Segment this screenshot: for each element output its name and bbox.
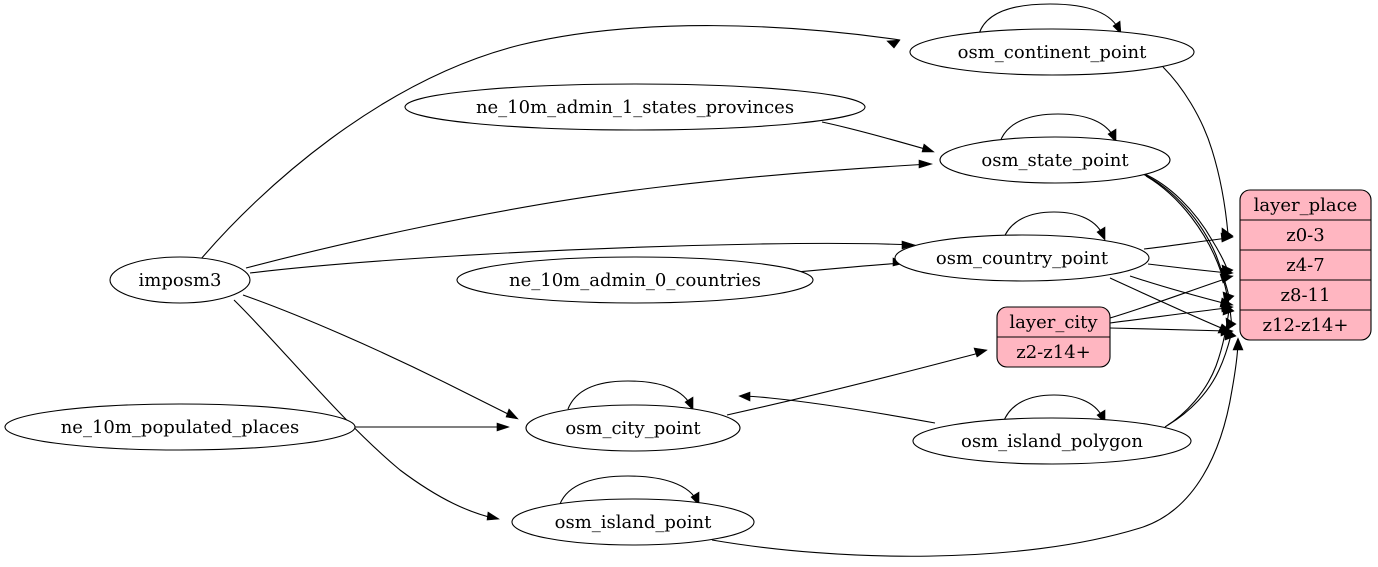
edge-layer_city-to-layer_place_z4_7: [1109, 273, 1234, 319]
edge-osm_state_point-to-layer_place_z4_7: [1139, 171, 1234, 278]
edge-imposm3-to-osm_city_point: [242, 294, 519, 420]
record-row-layer_place-z12-z14[interactable]: z12-z14+: [1263, 315, 1349, 336]
edge-self-loop-osm_state_point: [999, 113, 1117, 143]
edge-osm_continent_point-to-layer_place_z0_3: [1162, 66, 1234, 241]
edge-ne_admin0-to-osm_country_point: [796, 257, 906, 273]
edge-osm_island_polygon-to-layer_place_z12: [1167, 327, 1237, 426]
node-label-osm_island_point: osm_island_point: [555, 512, 712, 533]
node-layer: imposm3 ne_10m_admin_1_states_provinces …: [4, 28, 1195, 546]
edge-osm_island_polygon-to-layer_place_z8_11: [1164, 302, 1235, 428]
record-row-layer_place-z8-11[interactable]: z8-11: [1281, 285, 1331, 306]
edge-self-loop-osm_continent_point: [978, 3, 1122, 35]
node-label-osm_island_polygon: osm_island_polygon: [961, 431, 1143, 452]
node-ne_10m_populated_places[interactable]: ne_10m_populated_places: [4, 403, 356, 451]
node-osm_island_polygon[interactable]: osm_island_polygon: [912, 417, 1192, 465]
edge-osm_country_point-to-layer_place_z8_11: [1129, 275, 1234, 308]
edge-osm_country_point-to-layer_place_z12: [1109, 277, 1233, 334]
node-label-osm_state_point: osm_state_point: [981, 150, 1129, 171]
record-node-layer_place[interactable]: layer_place z0-3 z4-7 z8-11 z12-z14+: [1239, 189, 1372, 341]
node-osm_state_point[interactable]: osm_state_point: [939, 136, 1171, 184]
edge-self-loop-osm_country_point: [1002, 211, 1106, 241]
edge-self-loop-osm_island_point: [559, 475, 700, 506]
edge-layer_city-to-layer_place_z12: [1109, 326, 1234, 337]
node-osm_continent_point[interactable]: osm_continent_point: [909, 28, 1195, 76]
node-ne_10m_admin_1_states_provinces[interactable]: ne_10m_admin_1_states_provinces: [404, 83, 866, 131]
edge-osm_island_point-to-layer_place_z12: [711, 337, 1244, 557]
edge-imposm3-to-osm_continent_point: [200, 25, 901, 260]
node-osm_city_point[interactable]: osm_city_point: [525, 404, 741, 452]
record-row-layer_place-z4-7[interactable]: z4-7: [1286, 255, 1324, 276]
record-row-layer_city-header: layer_city: [1009, 312, 1098, 333]
node-label-imposm3: imposm3: [139, 270, 222, 291]
edge-osm_city_point-to-layer_city_z2: [726, 347, 988, 416]
record-row-layer_place-header: layer_place: [1254, 195, 1358, 216]
layer_place-body[interactable]: [1239, 189, 1372, 341]
edge-imposm3-to-osm_state_point: [245, 159, 934, 269]
record-row-layer_city-z2-z14[interactable]: z2-z14+: [1016, 342, 1091, 363]
node-label-osm_city_point: osm_city_point: [565, 418, 701, 439]
record-node-layer_city[interactable]: layer_city z2-z14+: [996, 306, 1111, 368]
node-label-ne_10m_populated_places: ne_10m_populated_places: [61, 417, 300, 438]
record-node-layer: layer_city z2-z14+ layer_place z0-3 z4-7…: [996, 189, 1372, 368]
edge-self-loop-osm_city_point: [567, 380, 694, 411]
node-label-osm_country_point: osm_country_point: [936, 248, 1109, 269]
node-label-osm_continent_point: osm_continent_point: [958, 42, 1147, 63]
record-row-layer_place-z0-3[interactable]: z0-3: [1286, 225, 1324, 246]
edge-osm_island_polygon-to-osm_city_point: [738, 391, 936, 424]
node-ne_10m_admin_0_countries[interactable]: ne_10m_admin_0_countries: [456, 256, 814, 304]
edge-osm_country_point-to-layer_place_z0_3: [1143, 232, 1234, 250]
node-osm_country_point[interactable]: osm_country_point: [894, 234, 1150, 282]
edge-imposm3-to-osm_island_point: [233, 299, 500, 521]
node-label-ne_10m_admin_0_countries: ne_10m_admin_0_countries: [509, 270, 761, 291]
node-imposm3[interactable]: imposm3: [109, 256, 251, 304]
node-osm_island_point[interactable]: osm_island_point: [511, 498, 755, 546]
edge-ne_admin1-to-osm_state_point: [821, 121, 935, 153]
edge-ne_populated-to-osm_city_point: [355, 422, 510, 432]
node-label-ne_10m_admin_1_states_provinces: ne_10m_admin_1_states_provinces: [476, 97, 794, 118]
